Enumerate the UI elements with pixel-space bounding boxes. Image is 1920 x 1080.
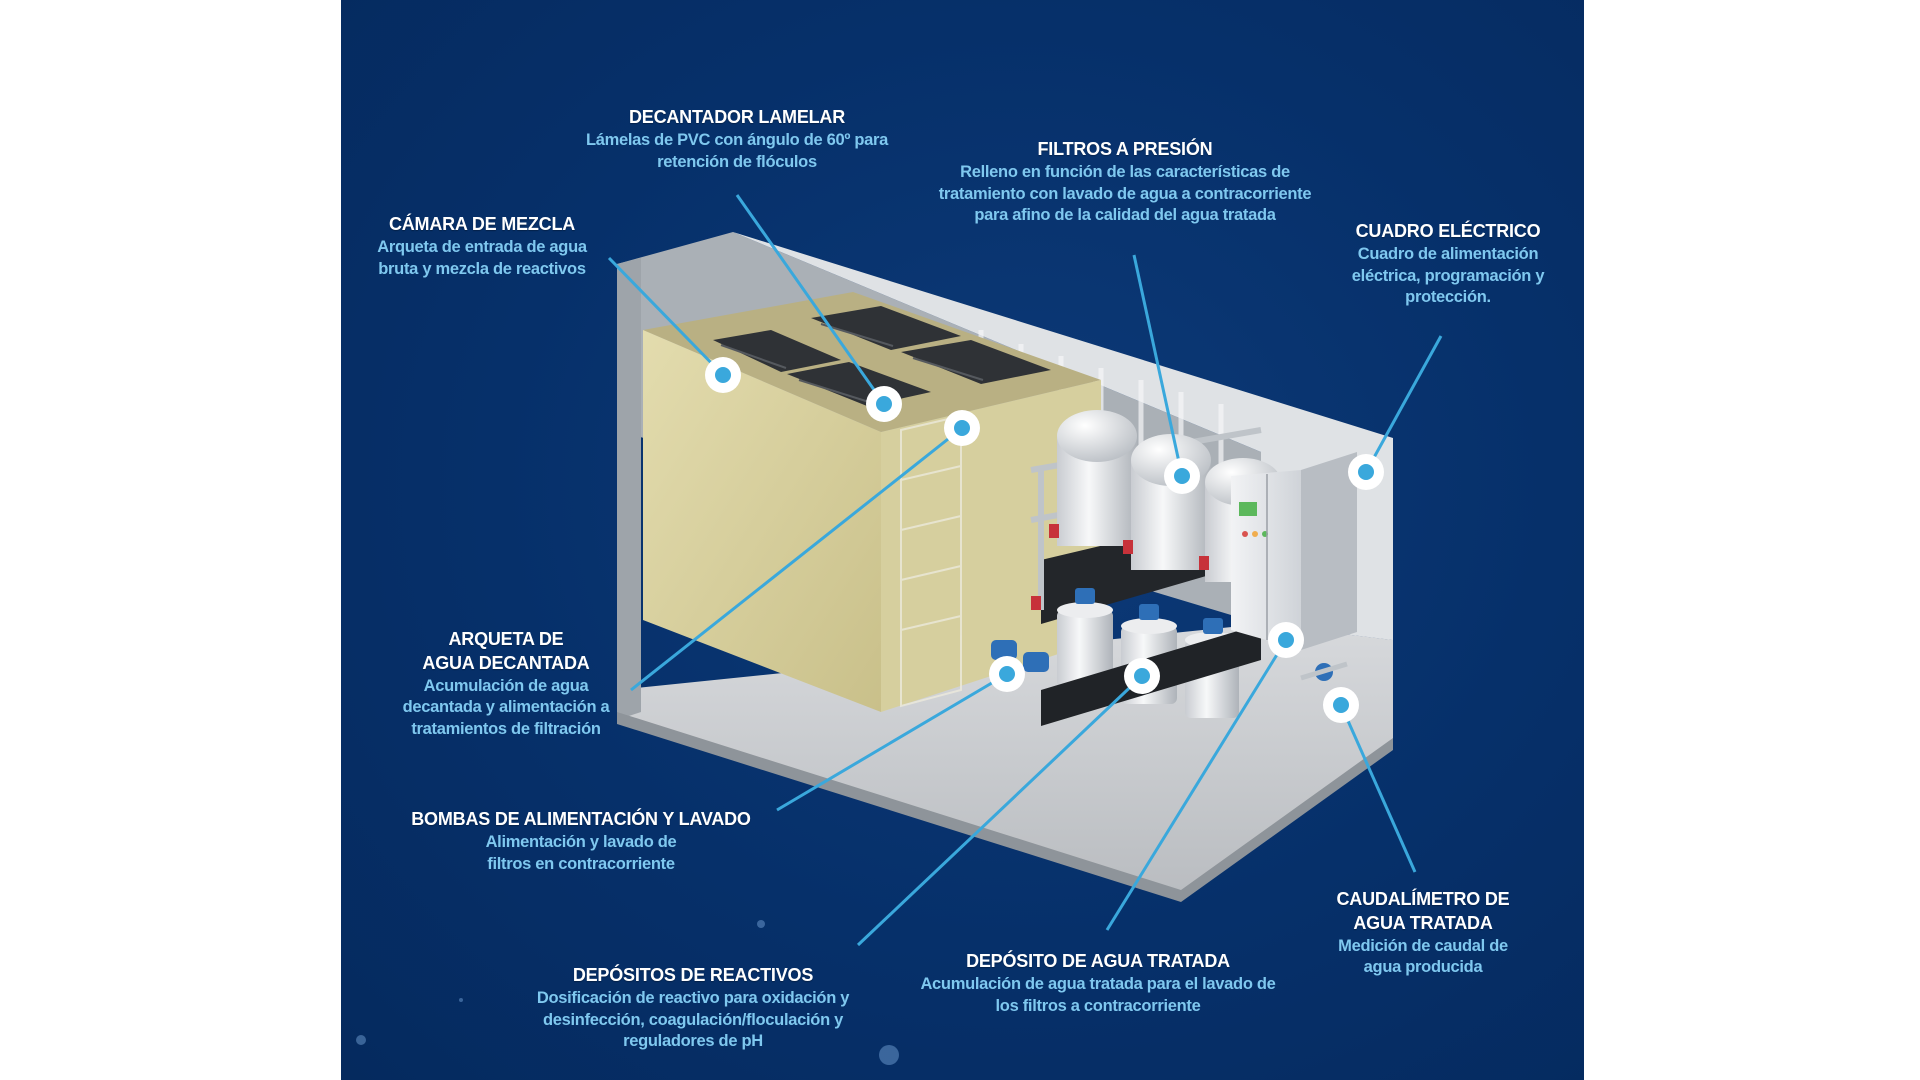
label-title: CUADRO ELÉCTRICO <box>1355 221 1541 241</box>
label-caudal: CAUDALÍMETRO DE AGUA TRATADA Medición de… <box>1323 888 1523 979</box>
marker-filtros <box>1164 458 1200 494</box>
label-deposito-tratada: DEPÓSITO DE AGUA TRATADA Acumulación de … <box>913 950 1283 1017</box>
label-description: Medición de caudal de agua producida <box>1338 936 1508 977</box>
dosing-pumps <box>991 588 1223 672</box>
tank-front <box>643 330 881 712</box>
label-filtros: FILTROS A PRESIÓN Relleno en función de … <box>927 138 1323 227</box>
marker-deposito <box>1268 622 1304 658</box>
label-description: Cuadro de alimentación eléctrica, progra… <box>1351 244 1545 307</box>
label-description: Alimentación y lavado de filtros en cont… <box>485 832 677 873</box>
label-description: Relleno en función de las característica… <box>938 162 1312 225</box>
label-title: BOMBAS DE ALIMENTACIÓN Y LAVADO <box>411 809 751 829</box>
label-arqueta: ARQUETA DE AGUA DECANTADA Acumulación de… <box>393 628 619 741</box>
label-title: FILTROS A PRESIÓN <box>1037 139 1213 159</box>
label-description: Dosificación de reactivo para oxidación … <box>536 988 850 1051</box>
label-description: Lámelas de PVC con ángulo de 60º para re… <box>585 130 889 171</box>
marker-caudal <box>1323 687 1359 723</box>
label-description: Acumulación de agua decantada y alimenta… <box>402 676 610 739</box>
marker-reactivos <box>1124 658 1160 694</box>
label-title: DEPÓSITOS DE REACTIVOS <box>572 965 814 985</box>
marker-lamelar <box>866 386 902 422</box>
marker-arqueta <box>944 410 980 446</box>
container-left-frame <box>617 258 641 720</box>
marker-mezcla <box>705 357 741 393</box>
electrical-cabinet <box>1231 452 1357 650</box>
label-title: DECANTADOR LAMELAR <box>628 107 846 127</box>
label-title: CAUDALÍMETRO DE AGUA TRATADA <box>1336 889 1510 933</box>
label-cuadro: CUADRO ELÉCTRICO Cuadro de alimentación … <box>1345 220 1551 309</box>
label-mezcla: CÁMARA DE MEZCLA Arqueta de entrada de a… <box>367 213 597 280</box>
label-description: Arqueta de entrada de agua bruta y mezcl… <box>377 237 587 278</box>
label-bombas: BOMBAS DE ALIMENTACIÓN Y LAVADO Alimenta… <box>391 808 771 875</box>
label-description: Acumulación de agua tratada para el lava… <box>920 974 1276 1015</box>
label-reactivos: DEPÓSITOS DE REACTIVOS Dosificación de r… <box>525 964 861 1053</box>
label-title: ARQUETA DE AGUA DECANTADA <box>422 629 590 673</box>
leader-lines <box>607 194 1443 947</box>
label-title: DEPÓSITO DE AGUA TRATADA <box>966 951 1230 971</box>
diagram-panel: DECANTADOR LAMELAR Lámelas de PVC con án… <box>341 0 1584 1080</box>
label-title: CÁMARA DE MEZCLA <box>388 214 576 234</box>
tank-side <box>881 380 1101 712</box>
label-lamelar: DECANTADOR LAMELAR Lámelas de PVC con án… <box>559 106 915 173</box>
marker-cuadro <box>1348 454 1384 490</box>
tank-top <box>643 292 1101 432</box>
container-illustration <box>356 194 1443 1065</box>
marker-bombas <box>989 656 1025 692</box>
